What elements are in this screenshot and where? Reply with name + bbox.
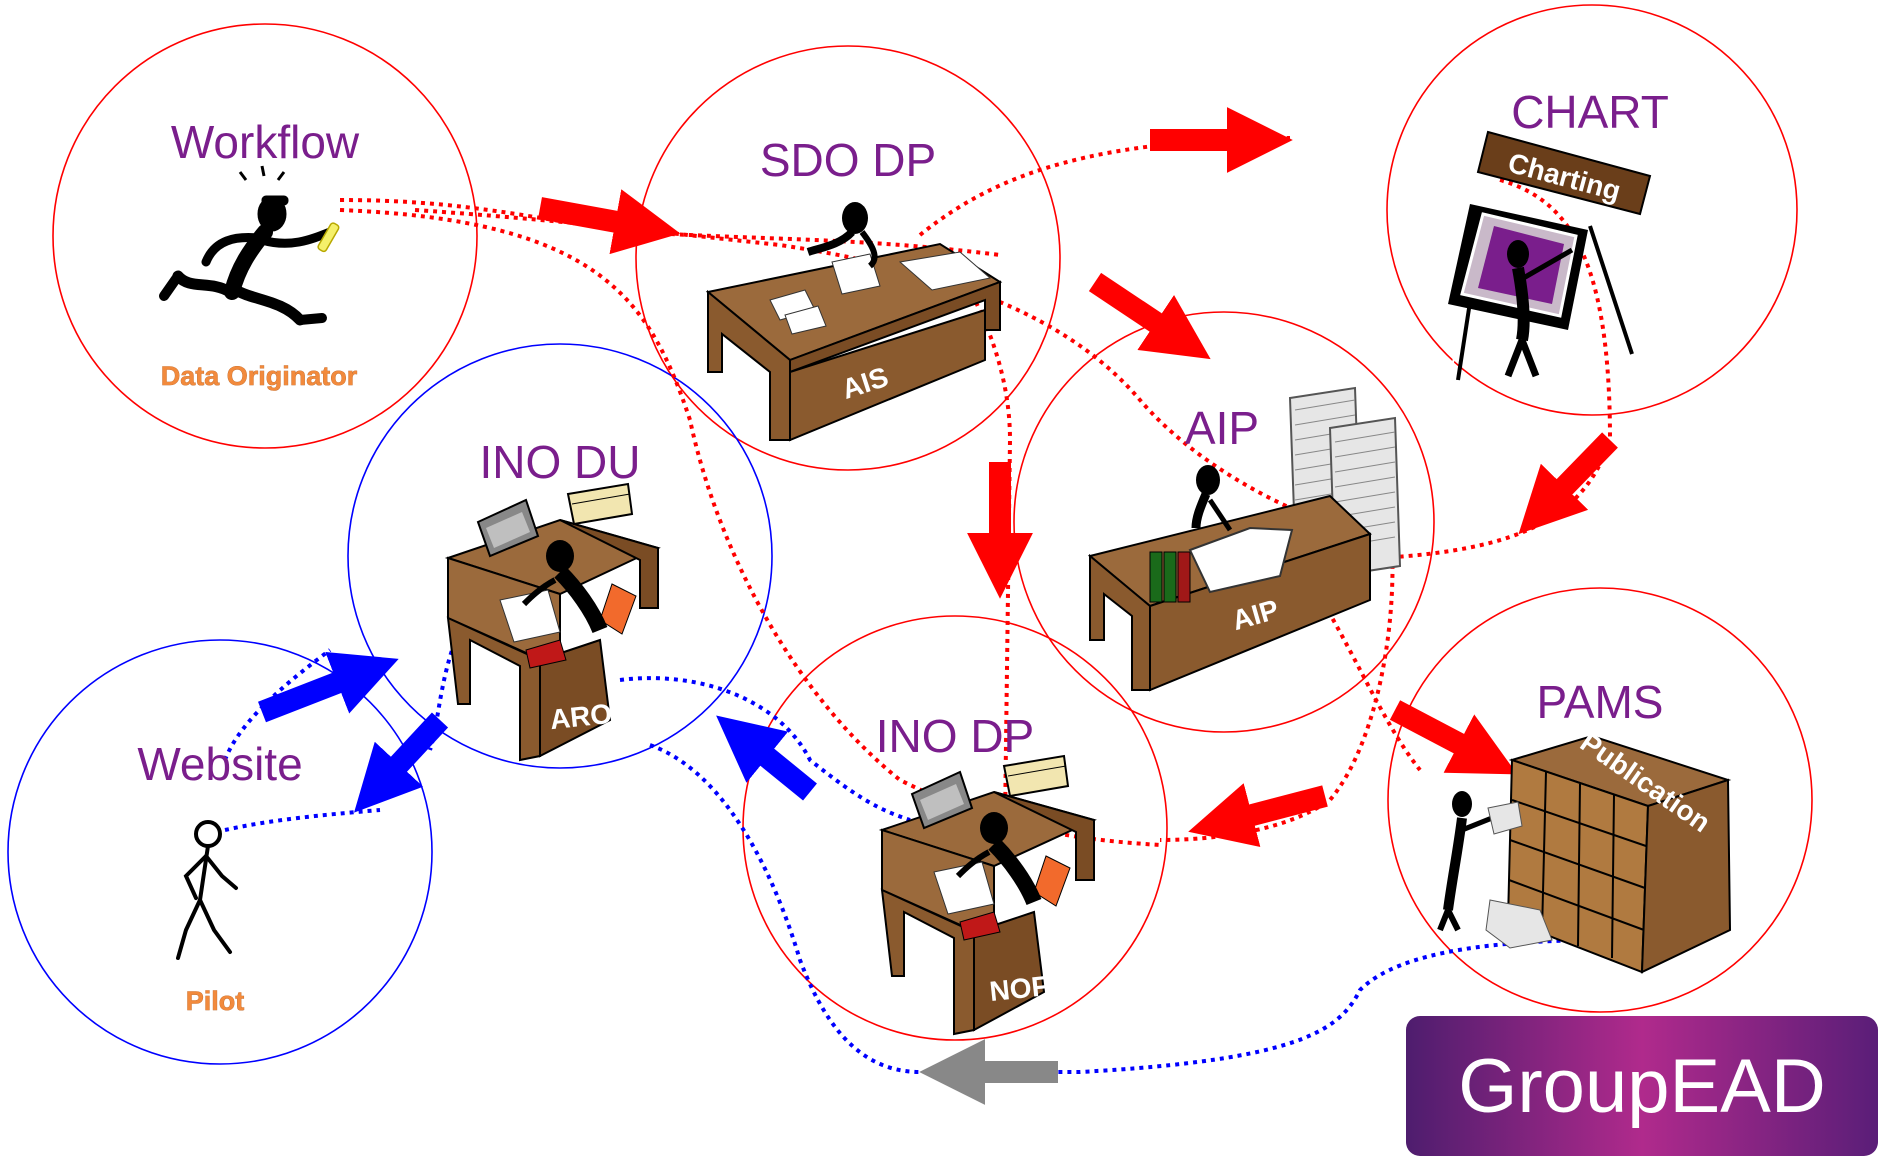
- computer-desk-icon: [878, 754, 1097, 1036]
- arrow-chart-to-aip: [1518, 432, 1618, 535]
- sdo-dp-circle: [635, 45, 1061, 471]
- aip-title: AIP: [1185, 402, 1259, 454]
- website-title: Website: [137, 738, 302, 790]
- sdo-dp-title: SDO DP: [760, 134, 936, 186]
- groupead-logo-text: GroupEAD: [1458, 1044, 1826, 1129]
- chart-circle: [1386, 4, 1798, 416]
- blue-arrows: [258, 652, 817, 813]
- arrow-pams-to-inodp: [1188, 783, 1328, 848]
- arrow-website-to-inodu: [258, 652, 399, 723]
- node-circles: [7, 4, 1813, 1065]
- stick-pilot-icon: [176, 820, 238, 960]
- arrow-workflow-to-sdo: [538, 189, 681, 255]
- chart-title: CHART: [1511, 86, 1669, 138]
- easel-painter-icon: [1448, 130, 1652, 381]
- pilot-label: Pilot: [186, 986, 245, 1016]
- computer-desk-icon: [444, 482, 661, 762]
- pams-title: PAMS: [1537, 676, 1664, 728]
- arrow-inodu-to-website: [354, 712, 449, 813]
- arrow-inodp-to-inodu: [716, 715, 817, 801]
- aip-circle: [1013, 311, 1435, 733]
- workflow-circle: [52, 23, 478, 449]
- pams-circle: [1387, 587, 1813, 1013]
- ino-dp-title: INO DP: [876, 710, 1034, 762]
- arrow-aip-to-pams: [1389, 700, 1518, 775]
- ino-du-title: INO DU: [480, 436, 641, 488]
- arrow-sdo-to-aip: [1088, 272, 1211, 360]
- desk-worker-icon: [1087, 465, 1372, 692]
- groupead-logo: GroupEAD: [1406, 1016, 1878, 1156]
- mailbox-shelf-icon: [1437, 734, 1732, 974]
- ino-du-circle: [347, 343, 773, 769]
- website-circle: [7, 639, 433, 1065]
- desk-worker-icon: [705, 202, 1003, 442]
- nof-desk-label: NOF: [988, 970, 1050, 1007]
- workflow-title: Workflow: [171, 116, 360, 168]
- red-arrows: [538, 107, 1618, 848]
- data-originator-label: Data Originator: [161, 361, 358, 391]
- runner-icon: [159, 165, 340, 326]
- aro-desk-label: ARO: [548, 698, 613, 735]
